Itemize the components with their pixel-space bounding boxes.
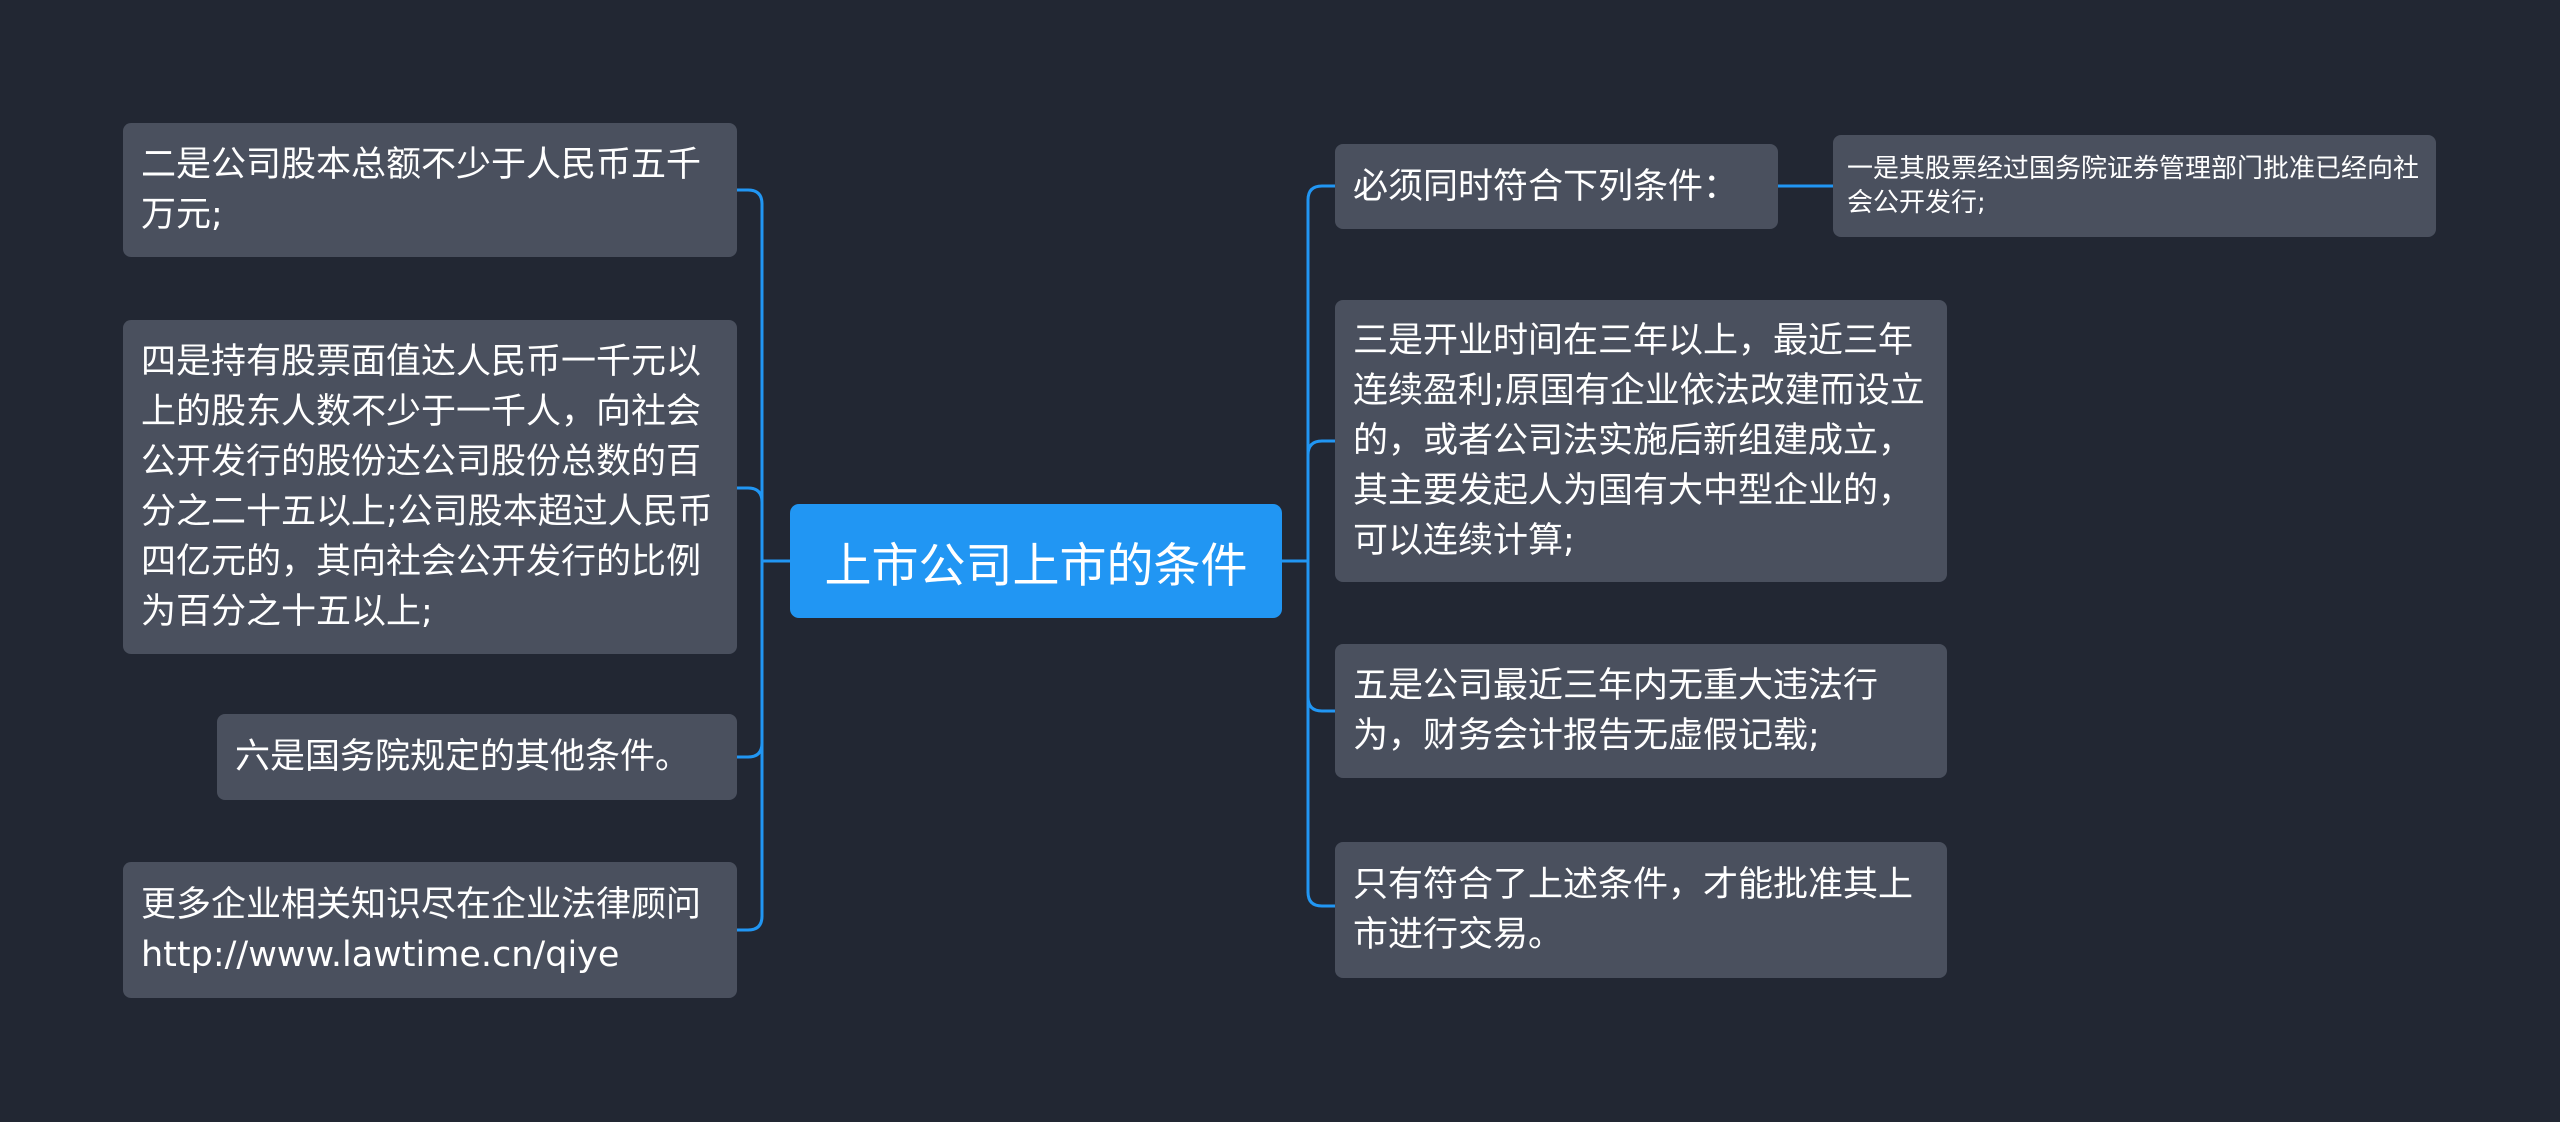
connector-right-2 — [1306, 439, 1337, 457]
left-node-4-text: 更多企业相关知识尽在企业法律顾问http://www.lawtime.cn/qi… — [141, 885, 702, 975]
left-node-2[interactable]: 四是持有股票面值达人民币一千元以上的股东人数不少于一千人，向社会公开发行的股份达… — [123, 320, 737, 654]
right-node-1-text: 必须同时符合下列条件： — [1353, 166, 1739, 207]
connector-left-3 — [735, 741, 764, 759]
right-node-2-text: 三是开业时间在三年以上，最近三年连续盈利;原国有企业依法改建而设立的，或者公司法… — [1353, 321, 1925, 561]
root-node[interactable]: 上市公司上市的条件 — [790, 504, 1282, 618]
sub-node-1[interactable]: 一是其股票经过国务院证券管理部门批准已经向社会公开发行; — [1833, 135, 2436, 237]
left-node-2-text: 四是持有股票面值达人民币一千元以上的股东人数不少于一千人，向社会公开发行的股份达… — [141, 342, 713, 632]
connector-right-4 — [1306, 890, 1337, 908]
connector-left-1 — [735, 188, 764, 206]
right-node-3-text: 五是公司最近三年内无重大违法行为，财务会计报告无虚假记载; — [1353, 666, 1879, 756]
sub-node-1-text: 一是其股票经过国务院证券管理部门批准已经向社会公开发行; — [1847, 154, 2420, 218]
connector-right-3 — [1306, 695, 1337, 713]
right-node-4[interactable]: 只有符合了上述条件，才能批准其上市进行交易。 — [1335, 842, 1947, 978]
left-node-1-text: 二是公司股本总额不少于人民币五千万元; — [141, 145, 702, 235]
left-node-1[interactable]: 二是公司股本总额不少于人民币五千万元; — [123, 123, 737, 257]
connector-right-1 — [1306, 184, 1337, 202]
connector-left-4 — [735, 914, 764, 932]
root-label: 上市公司上市的条件 — [824, 538, 1248, 594]
right-node-4-text: 只有符合了上述条件，才能批准其上市进行交易。 — [1353, 865, 1914, 955]
connector-left-2 — [735, 486, 764, 504]
left-node-3[interactable]: 六是国务院规定的其他条件。 — [217, 714, 737, 800]
right-node-3[interactable]: 五是公司最近三年内无重大违法行为，财务会计报告无虚假记载; — [1335, 644, 1947, 778]
left-node-4[interactable]: 更多企业相关知识尽在企业法律顾问http://www.lawtime.cn/qi… — [123, 862, 737, 998]
left-node-3-text: 六是国务院规定的其他条件。 — [235, 737, 691, 777]
right-node-1[interactable]: 必须同时符合下列条件： — [1335, 144, 1778, 229]
right-node-2[interactable]: 三是开业时间在三年以上，最近三年连续盈利;原国有企业依法改建而设立的，或者公司法… — [1335, 300, 1947, 582]
